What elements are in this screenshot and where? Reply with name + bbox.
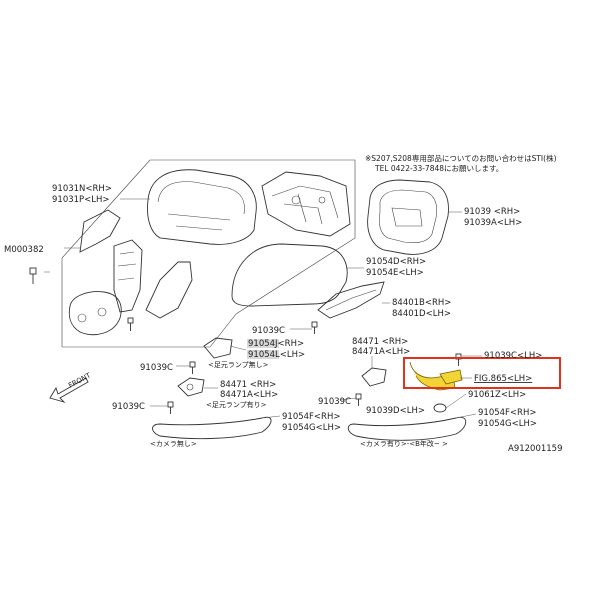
label-91054e: 91054E<LH> bbox=[366, 268, 424, 278]
sti-note-line1: ※S207,S208専用部品についてのお問い合わせはSTI(株) bbox=[365, 153, 557, 163]
label-91054g-right: 91054G<LH> bbox=[478, 419, 537, 429]
label-84471-left: 84471 <RH> bbox=[220, 380, 276, 390]
highlight-box bbox=[403, 357, 561, 389]
label-84401d: 84401D<LH> bbox=[392, 309, 451, 319]
label-camera-nashi: <カメラ無し> bbox=[150, 439, 197, 448]
puddle-lamp-bracket-left bbox=[177, 337, 233, 397]
screw-m000382 bbox=[29, 267, 37, 284]
label-91054j-highlight bbox=[247, 339, 279, 348]
label-91039c-2: 91039C bbox=[140, 363, 173, 373]
label-91054f-right: 91054F<RH> bbox=[478, 408, 536, 418]
label-84471a-left: 84471A<LH> bbox=[220, 390, 278, 400]
label-91039: 91039 <RH> bbox=[464, 207, 520, 217]
label-91054d: 91054D<RH> bbox=[366, 257, 426, 267]
lower-cover-left bbox=[152, 416, 272, 440]
screw-91039c-left bbox=[167, 361, 196, 414]
label-91031n: 91031N<RH> bbox=[52, 184, 112, 194]
label-m000382: M000382 bbox=[4, 245, 44, 255]
label-84401b: 84401B<RH> bbox=[392, 298, 451, 308]
mirror-glass-part bbox=[367, 179, 449, 255]
label-91039c-5: 91039C<LH> bbox=[484, 351, 542, 361]
camera-harness-part bbox=[409, 353, 463, 391]
label-camera-ari: <カメラ有り>-<B年改~ > bbox=[360, 439, 448, 448]
diagram-id: A912001159 bbox=[508, 444, 563, 454]
label-84471-right: 84471 <RH> bbox=[352, 337, 408, 347]
label-91031p: 91031P<LH> bbox=[52, 195, 110, 205]
screw-frame bbox=[127, 317, 134, 331]
mirror-cover-piece bbox=[145, 261, 193, 319]
screw-91039c-upper bbox=[311, 321, 318, 334]
label-91039c-3: 91039C bbox=[112, 402, 145, 412]
mirror-base-bracket bbox=[68, 209, 143, 336]
label-ashimoto-nashi: <足元ランプ無し> bbox=[208, 360, 269, 369]
label-91039d: 91039D<LH> bbox=[366, 406, 425, 416]
label-91054f-left: 91054F<RH> bbox=[282, 412, 340, 422]
label-84471a-right: 84471A<LH> bbox=[352, 347, 410, 357]
lower-cover-right bbox=[347, 416, 467, 441]
mirror-actuator-part bbox=[261, 171, 351, 237]
label-91039c-4: 91039C bbox=[318, 397, 351, 407]
label-91054l-highlight bbox=[247, 350, 279, 359]
label-91054j: 91054J<RH> bbox=[248, 339, 304, 349]
label-91054g-left: 91054G<LH> bbox=[282, 423, 341, 433]
mirror-housing-part bbox=[147, 169, 257, 245]
mirror-assembly-frame bbox=[61, 159, 356, 348]
label-91039a: 91039A<LH> bbox=[464, 218, 522, 228]
label-ashimoto-ari: <足元ランプ有り> bbox=[206, 400, 267, 409]
label-91061z: 91061Z<LH> bbox=[468, 390, 526, 400]
leader-lines bbox=[44, 198, 482, 419]
mirror-cap-part bbox=[231, 243, 348, 307]
turn-lamp-part bbox=[317, 281, 385, 319]
link-fig865[interactable]: FIG.865<LH> bbox=[474, 374, 532, 384]
label-91039c-1: 91039C bbox=[252, 326, 285, 336]
front-arrow-icon bbox=[49, 377, 89, 403]
sti-note-line2: TEL 0422-33-7848にお願いします。 bbox=[374, 164, 503, 173]
label-91054l: 91054L<LH> bbox=[248, 350, 305, 360]
